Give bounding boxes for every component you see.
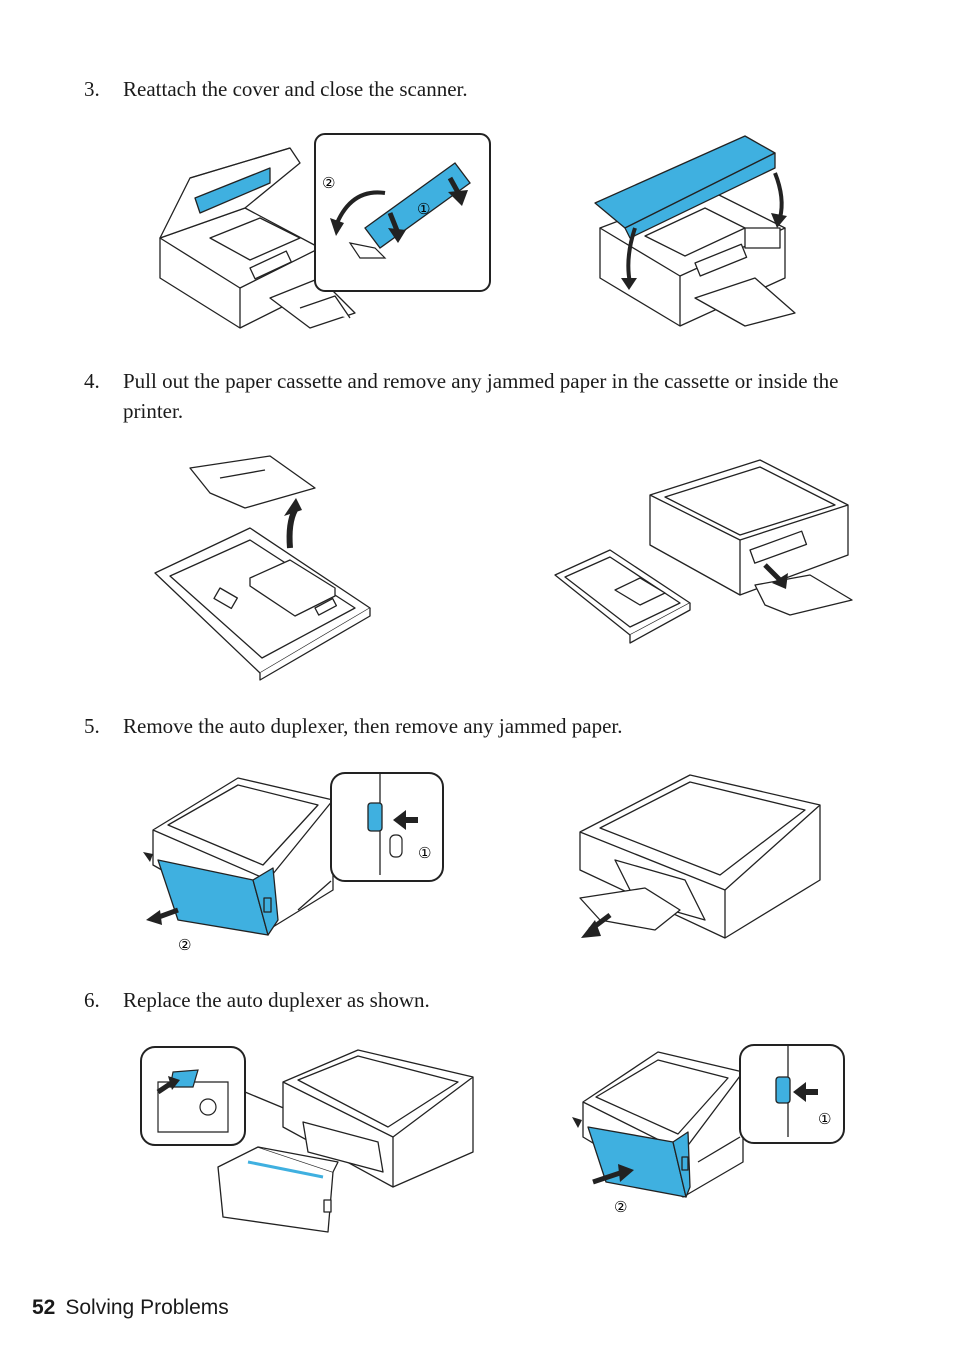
section-title: Solving Problems (65, 1296, 229, 1319)
page-footer: 52 Solving Problems (32, 1296, 229, 1320)
callout-two: ② (614, 1198, 627, 1216)
illustration-remove-jammed-paper-rear (575, 770, 825, 945)
illustration-close-scanner (585, 128, 805, 333)
illustration-replace-duplexer-push-in: ① ② (572, 1042, 848, 1216)
callout-two: ② (322, 174, 335, 192)
illustration-open-scanner-reattach-cover: ② ① (150, 128, 495, 333)
step-number: 6. (84, 988, 100, 1012)
step-text: Reattach the cover and close the scanner… (123, 77, 468, 101)
step-number: 4. (84, 369, 100, 393)
callout-one: ① (818, 1110, 831, 1128)
callout-one: ① (417, 200, 430, 218)
illustration-replace-duplexer-align (138, 1042, 478, 1242)
illustration-printer-pull-jammed-paper (550, 455, 855, 647)
illustration-remove-duplexer: ① ② (143, 770, 448, 954)
step-number: 5. (84, 714, 100, 738)
step-text: Replace the auto duplexer as shown. (123, 988, 430, 1012)
callout-two: ② (178, 936, 191, 954)
step-text: Remove the auto duplexer, then remove an… (123, 714, 623, 738)
step-number: 3. (84, 77, 100, 101)
page-number: 52 (32, 1296, 56, 1319)
step-text: Pull out the paper cassette and remove a… (123, 369, 839, 423)
illustration-paper-cassette-jam (150, 448, 380, 680)
callout-one: ① (418, 844, 431, 862)
